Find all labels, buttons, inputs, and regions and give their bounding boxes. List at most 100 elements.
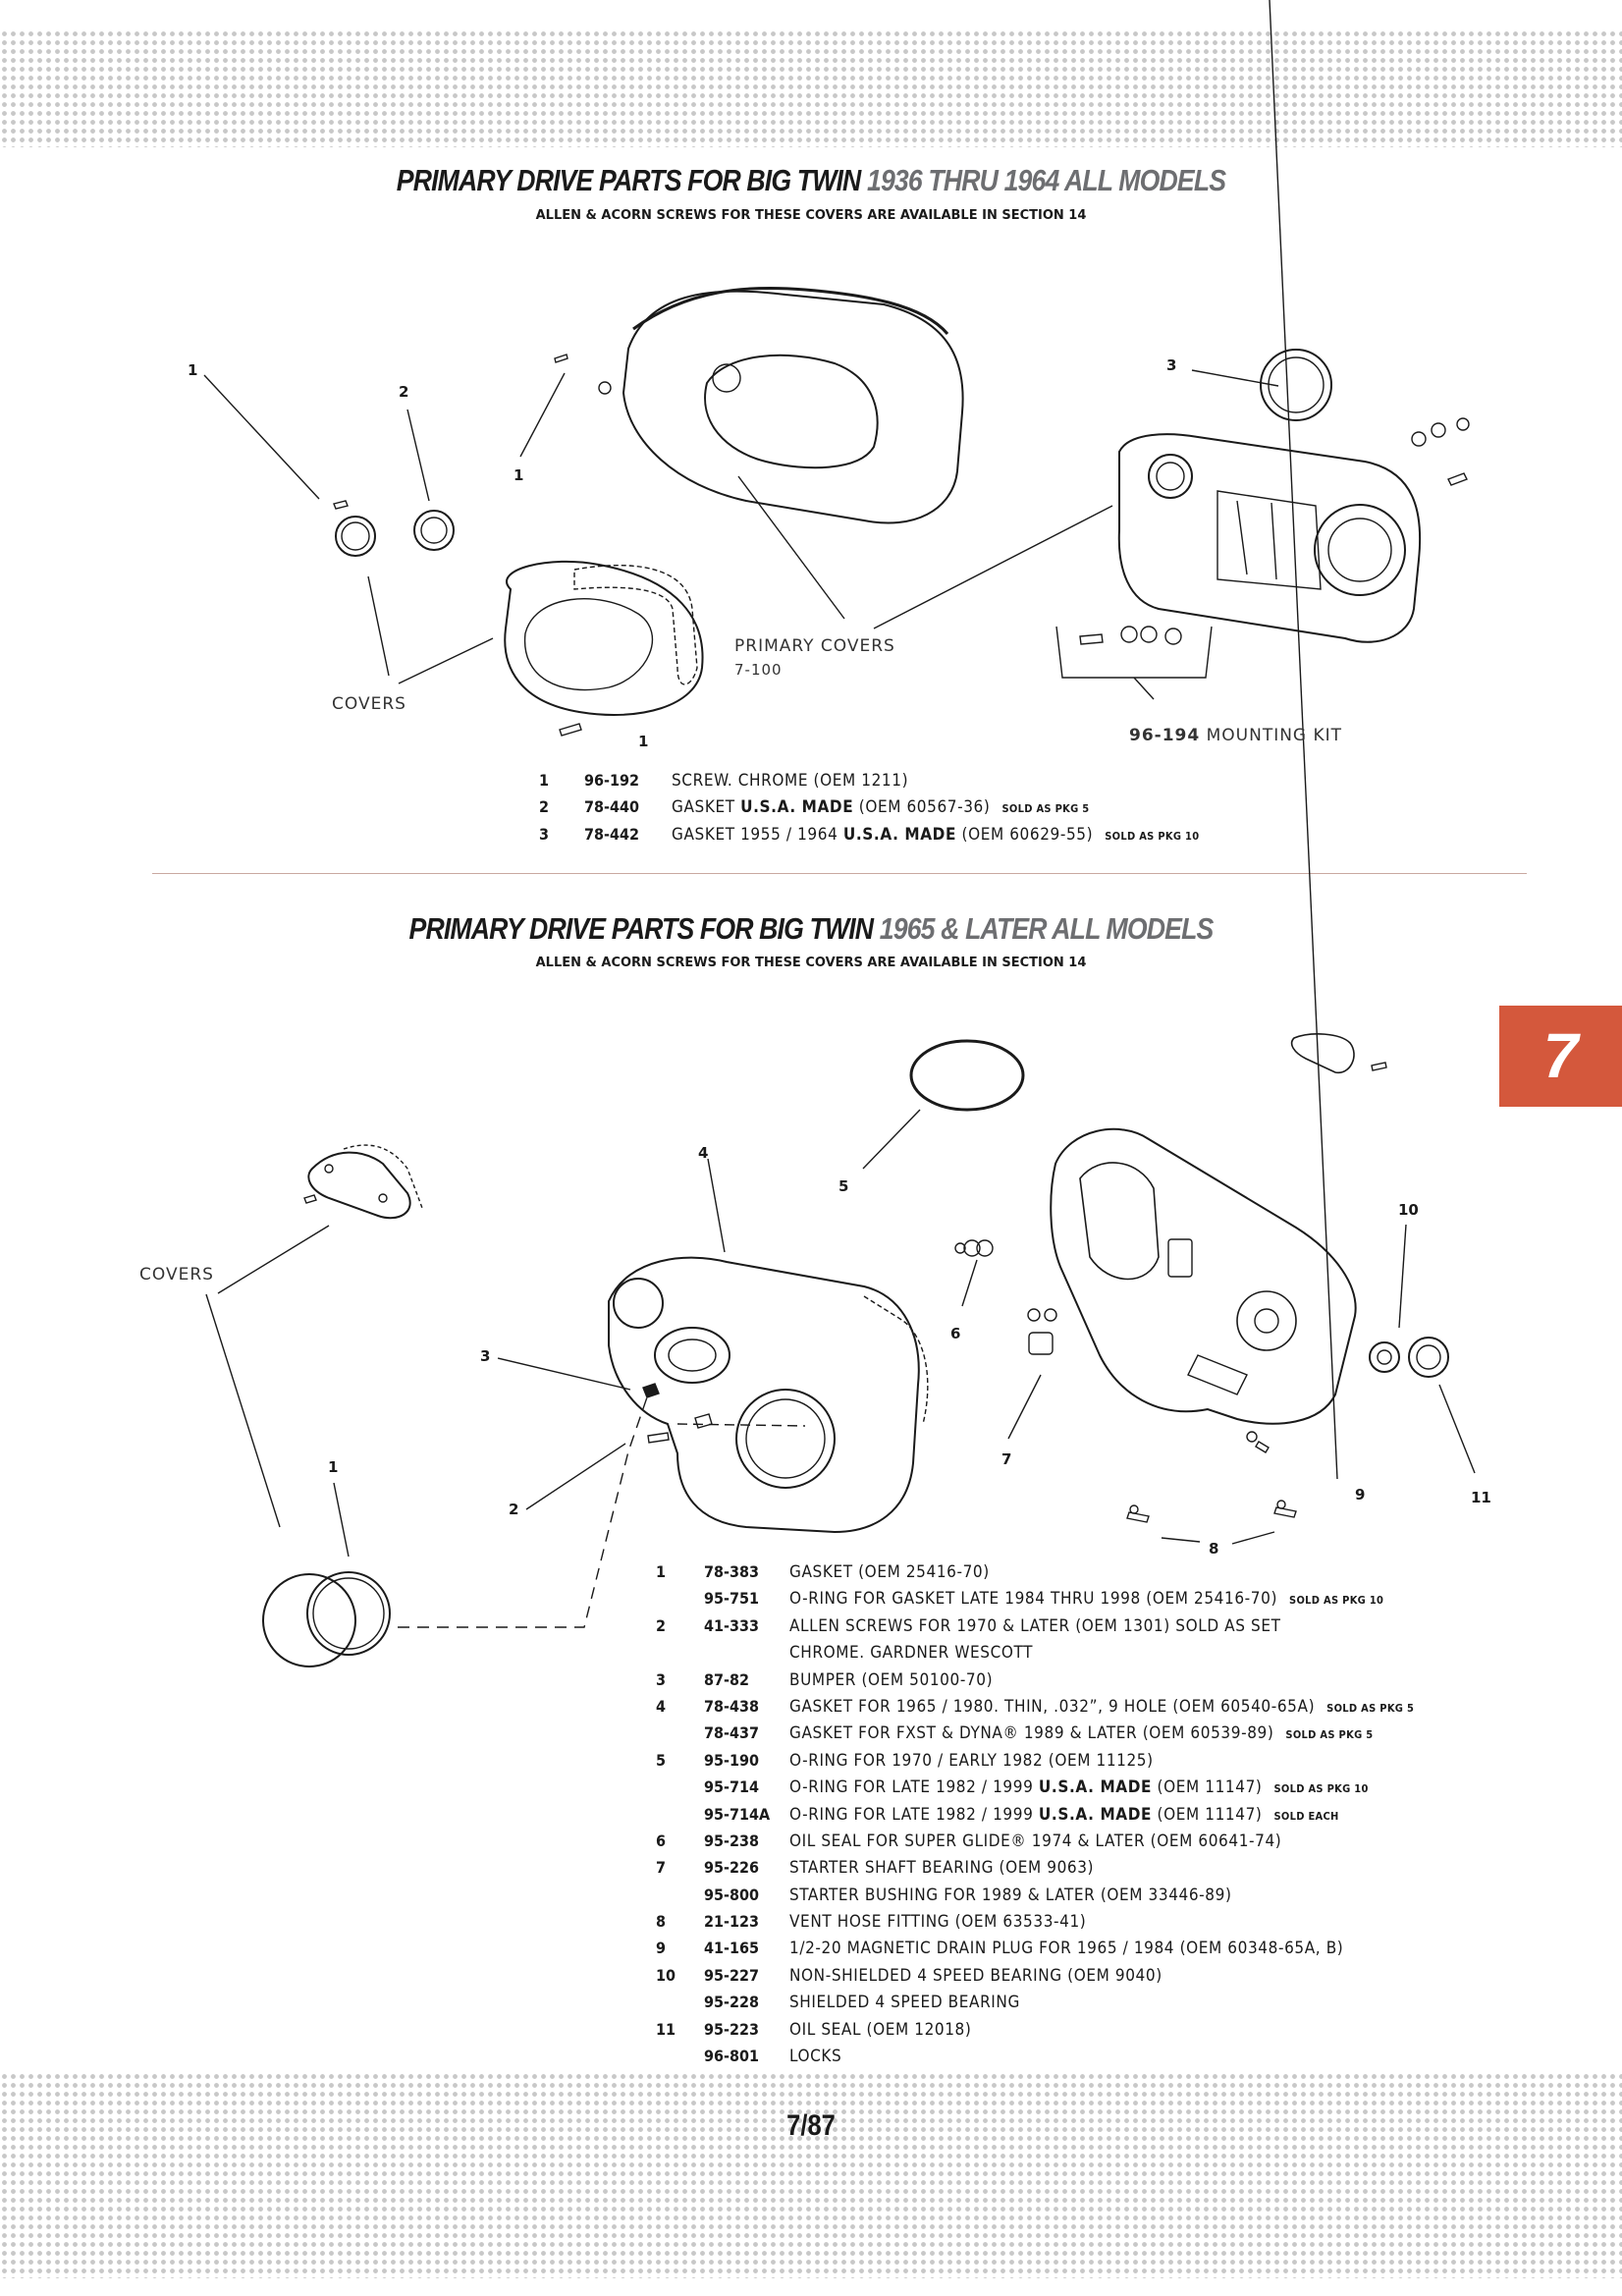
leader-line	[406, 409, 430, 502]
leader-line	[203, 374, 320, 500]
cover-small-round-s1	[333, 500, 455, 557]
part-description: O-RING FOR LATE 1982 / 1999 U.S.A. MADE …	[789, 1777, 1369, 1797]
callout-1b: 1	[514, 466, 524, 484]
part-callout: 7	[656, 1858, 667, 1878]
part-callout: 10	[656, 1965, 676, 1985]
part-description: SCREW. CHROME (OEM 1211)	[672, 771, 908, 791]
section1-title: PRIMARY DRIVE PARTS FOR BIG TWIN 1936 TH…	[114, 163, 1509, 198]
leader-line	[519, 372, 566, 458]
callout-7: 7	[1001, 1450, 1012, 1468]
primary-covers-label: PRIMARY COVERS	[734, 636, 895, 656]
part-description: STARTER BUSHING FOR 1989 & LATER (OEM 33…	[789, 1886, 1232, 1905]
part-description: STARTER SHAFT BEARING (OEM 9063)	[789, 1858, 1094, 1878]
part-description: GASKET FOR 1965 / 1980. THIN, .032”, 9 H…	[789, 1697, 1414, 1717]
leader-line	[873, 505, 1113, 629]
part-desc-text: ALLEN SCREWS FOR 1970 & LATER (OEM 1301)…	[789, 1615, 1281, 1636]
part-description: GASKET FOR FXST & DYNA® 1989 & LATER (OE…	[789, 1723, 1373, 1743]
part-desc-oem: (OEM 11147)	[1157, 1804, 1263, 1825]
section1-title-years: 1936 THRU 1964 ALL MODELS	[867, 163, 1226, 197]
part-desc-text: SCREW. CHROME (OEM 1211)	[672, 771, 909, 791]
parts-row: 95-714 O-RING FOR LATE 1982 / 1999 U.S.A.…	[656, 1777, 1500, 1804]
part-desc-bold: U.S.A. MADE	[1038, 1777, 1153, 1798]
part-desc-oem: (OEM 60629-55)	[961, 824, 1094, 845]
part-note: SOLD AS PKG 5	[1285, 1728, 1374, 1742]
part-description: ALLEN SCREWS FOR 1970 & LATER (OEM 1301)…	[789, 1616, 1281, 1636]
leader-line	[217, 1225, 330, 1294]
outer-primary-s2	[608, 1256, 929, 1534]
leader-line	[497, 1357, 631, 1391]
cover-round-s2	[262, 1571, 391, 1667]
cover-small-oval-s2	[303, 1144, 423, 1220]
covers-label-s1: COVERS	[332, 694, 406, 714]
callout-9: 9	[1355, 1486, 1366, 1503]
part-callout: 4	[656, 1696, 667, 1716]
part-desc-text: STARTER BUSHING FOR 1989 & LATER (OEM 33…	[789, 1885, 1232, 1905]
part-description: 1/2-20 MAGNETIC DRAIN PLUG FOR 1965 / 19…	[789, 1939, 1343, 1958]
part-desc-text: BUMPER (OEM 50100-70)	[789, 1669, 994, 1690]
part-callout: 1	[539, 771, 550, 790]
part-desc-text: CHROME. GARDNER WESCOTT	[789, 1643, 1034, 1664]
leader-line	[333, 1482, 350, 1558]
callout-1: 1	[328, 1458, 339, 1476]
callout-4: 4	[698, 1144, 709, 1162]
callout-3: 3	[480, 1347, 491, 1365]
cover-oval-s1	[504, 560, 704, 737]
part-desc-text: NON-SHIELDED 4 SPEED BEARING (OEM 9040)	[789, 1965, 1162, 1986]
leader-line	[737, 475, 845, 620]
leader-line	[1133, 677, 1155, 700]
part-number: 41-165	[704, 1939, 760, 1958]
part-desc-text: OIL SEAL (OEM 12018)	[789, 2019, 972, 2040]
part-description: O-RING FOR 1970 / EARLY 1982 (OEM 11125)	[789, 1751, 1154, 1771]
parts-row: 78-437 GASKET FOR FXST & DYNA® 1989 & LAT…	[656, 1723, 1500, 1750]
part-description: LOCKS	[789, 2047, 841, 2066]
part-callout: 5	[656, 1750, 667, 1770]
leader-line	[1161, 1537, 1201, 1543]
part-desc-text: GASKET FOR FXST & DYNA® 1989 & LATER (OE…	[789, 1723, 1274, 1744]
callout-6: 6	[950, 1325, 961, 1342]
part-number: 95-226	[704, 1858, 760, 1878]
leader-line	[1398, 1224, 1407, 1329]
part-note: SOLD AS PKG 10	[1289, 1594, 1384, 1608]
part-desc-text: O-RING FOR LATE 1982 / 1999	[789, 1777, 1034, 1798]
part-desc-bold: U.S.A. MADE	[740, 797, 854, 818]
part-desc-text: LOCKS	[789, 2047, 842, 2067]
mounting-kit: 96-194 MOUNTING KIT	[1129, 726, 1342, 745]
part-number: 95-751	[704, 1589, 760, 1609]
top-dot-band	[0, 29, 1622, 147]
part-desc-text: STARTER SHAFT BEARING (OEM 9063)	[789, 1858, 1095, 1879]
part-number: 78-383	[704, 1562, 760, 1581]
part-number: 78-437	[704, 1723, 760, 1743]
inner-primary-s1	[1079, 349, 1470, 645]
part-desc-oem: (OEM 60567-36)	[858, 797, 991, 818]
part-note: SOLD AS PKG 5	[1001, 802, 1090, 816]
part-desc-text: OIL SEAL FOR SUPER GLIDE® 1974 & LATER (…	[789, 1831, 1282, 1851]
bottom-dot-band	[0, 2072, 1622, 2278]
callout-5: 5	[838, 1177, 849, 1195]
callout-3: 3	[1166, 356, 1177, 374]
parts-row: 7 95-226 STARTER SHAFT BEARING (OEM 9063)	[656, 1858, 1500, 1885]
parts-row: 4 78-438 GASKET FOR 1965 / 1980. THIN, .03…	[656, 1697, 1500, 1723]
part-description: O-RING FOR GASKET LATE 1984 THRU 1998 (O…	[789, 1589, 1383, 1609]
part-number: 96-192	[584, 771, 640, 790]
part-desc-bold: U.S.A. MADE	[842, 824, 957, 845]
dashed-centerline	[676, 1423, 806, 1427]
part-number: 78-438	[704, 1696, 760, 1716]
section-divider	[152, 873, 1527, 874]
part-description: GASKET (OEM 25416-70)	[789, 1562, 990, 1582]
part-description: CHROME. GARDNER WESCOTT	[789, 1643, 1033, 1663]
callout-2: 2	[399, 383, 409, 401]
part-description: O-RING FOR LATE 1982 / 1999 U.S.A. MADE …	[789, 1805, 1339, 1825]
callout-8: 8	[1209, 1540, 1219, 1558]
part-description: VENT HOSE FITTING (OEM 63533-41)	[789, 1912, 1086, 1932]
small-parts-s2	[954, 1239, 1449, 1523]
leader-line	[1231, 1531, 1275, 1545]
part-number: 95-714	[704, 1777, 760, 1797]
